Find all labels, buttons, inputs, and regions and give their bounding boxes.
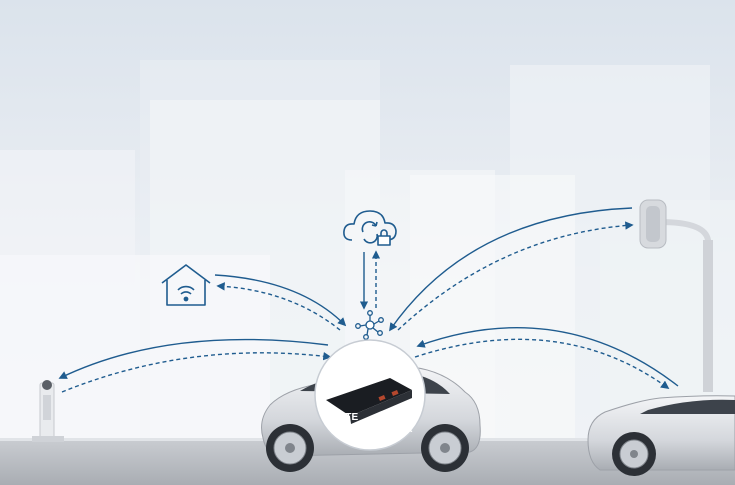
- second-car: [587, 395, 735, 476]
- device-zoom-circle: WLAN DSRC LTE C-V2X: [314, 339, 426, 451]
- roadside-post: [32, 380, 64, 442]
- label-cv2x: C-V2X: [383, 424, 413, 435]
- telematics-device: [326, 378, 412, 416]
- connection-arrows: [58, 207, 679, 393]
- label-wlan: WLAN: [338, 364, 368, 375]
- traffic-light: [639, 199, 713, 392]
- label-dsrc: DSRC: [386, 364, 414, 375]
- arrow-home-to-hub: [214, 274, 347, 327]
- arrow-hub-to-car: [414, 338, 670, 389]
- cloud-sync-lock-icon: [343, 210, 397, 246]
- arrow-hub-to-home: [216, 282, 341, 331]
- arrow-light-to-hub: [389, 207, 633, 332]
- arrow-post-to-hub: [61, 352, 332, 393]
- network-hub-icon: [355, 310, 384, 340]
- label-lte: LTE: [340, 412, 358, 423]
- arrow-car-to-hub: [416, 326, 679, 387]
- arrow-hub-to-post: [58, 338, 329, 379]
- home-wifi-icon: [161, 264, 211, 306]
